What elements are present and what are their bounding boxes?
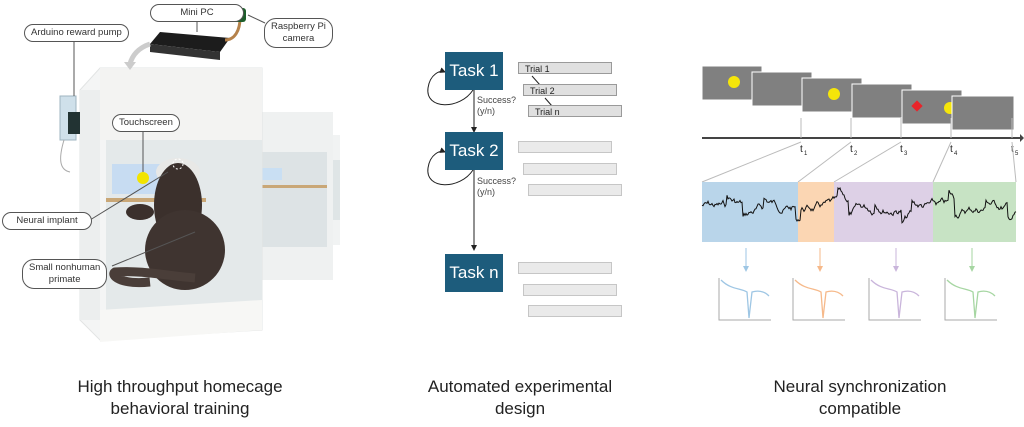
projection-line <box>797 141 852 183</box>
waveform-axes <box>792 278 845 321</box>
arrowhead-icon <box>893 266 899 272</box>
primate-figure <box>109 158 225 290</box>
panel-homecage: Mini PC Raspberry Pi camera Arduino rewa… <box>0 0 340 427</box>
arrowhead-icon <box>743 266 749 272</box>
lfp-segment <box>933 182 1016 242</box>
loop-arrow-task1 <box>427 67 474 106</box>
task-1-box: Task 1 <box>445 52 503 90</box>
arrowhead-icon <box>969 266 975 272</box>
projection-line <box>1011 141 1017 183</box>
trial-placeholder <box>523 163 617 175</box>
task-n-box: Task n <box>445 254 503 292</box>
caption-design: Automated experimental design <box>400 376 640 420</box>
caption-homecage: High throughput homecage behavioral trai… <box>40 376 320 420</box>
callout-primate-line1: Small nonhuman <box>29 262 101 273</box>
time-label: t <box>900 144 903 155</box>
success-label-2: Success? (y/n) <box>477 176 516 198</box>
time-label: t <box>850 144 853 155</box>
panel-experimental-design: Task 1 Task 2 Task n Success? (y/n) Succ… <box>400 0 640 427</box>
homecage-illustration <box>59 8 340 342</box>
loop-arrow-task2 <box>427 147 474 186</box>
trial-placeholder <box>528 305 622 317</box>
callout-camera-line1: Raspberry Pi <box>271 21 326 32</box>
projection-line <box>701 141 802 183</box>
stimulus-screen <box>951 95 1015 131</box>
stimulus-circle <box>728 76 740 88</box>
stimulus-circle <box>828 88 840 100</box>
waveform-axes <box>944 278 997 321</box>
success-question: Success? <box>477 176 517 186</box>
callout-primate-line2: primate <box>48 274 81 285</box>
caption-neural-line2: compatible <box>818 399 902 418</box>
time-subscript: 5 <box>1015 151 1019 157</box>
caption-design-line2: design <box>494 399 546 418</box>
spike-waveform <box>794 279 844 319</box>
timeline-arrow-icon <box>1020 134 1024 142</box>
projection-line <box>833 141 902 183</box>
callout-mini-pc: Mini PC <box>150 4 244 22</box>
stimulus-dot <box>137 172 149 184</box>
time-subscript: 2 <box>854 151 858 157</box>
neural-sync-figure: t1t2t3t4t5 <box>701 65 1024 321</box>
arrowhead-icon <box>817 266 823 272</box>
success-yn: (y/n) <box>477 187 495 197</box>
trial-1: Trial 1 <box>518 62 612 74</box>
trial-link-1 <box>531 75 541 86</box>
reward-pump <box>59 95 80 173</box>
trial-placeholder <box>523 284 617 296</box>
caption-neural: Neural synchronization compatible <box>720 376 1000 420</box>
flow-arrow-icon <box>127 41 151 65</box>
success-label-1: Success? (y/n) <box>477 95 516 117</box>
neural-implant-marker <box>172 158 184 170</box>
projection-line <box>932 141 952 183</box>
caption-homecage-line2: behavioral training <box>110 399 250 418</box>
caption-neural-line1: Neural synchronization <box>773 377 947 396</box>
caption-homecage-line1: High throughput homecage <box>77 377 283 396</box>
callout-camera: Raspberry Pi camera <box>264 18 333 48</box>
time-subscript: 4 <box>954 151 958 157</box>
spike-waveform <box>720 279 770 319</box>
panel-neural-sync: t1t2t3t4t5 <box>690 0 1024 427</box>
waveform-axes <box>718 278 771 321</box>
time-subscript: 1 <box>804 151 808 157</box>
spike-waveform <box>870 279 920 319</box>
task-2-box: Task 2 <box>445 132 503 170</box>
callout-camera-line2: camera <box>282 33 315 44</box>
callout-leaders <box>73 14 266 267</box>
callout-primate: Small nonhuman primate <box>22 259 108 289</box>
time-label: t <box>800 144 803 155</box>
trial-link-2 <box>544 97 553 107</box>
trial-placeholder <box>528 184 622 196</box>
time-label: t <box>950 144 953 155</box>
success-question: Success? <box>477 95 517 105</box>
caption-design-line1: Automated experimental <box>427 377 613 396</box>
lfp-segment <box>798 182 834 242</box>
trial-2: Trial 2 <box>523 84 617 96</box>
lfp-trace <box>701 186 1017 224</box>
trial-n: Trial n <box>528 105 622 117</box>
waveform-axes <box>868 278 921 321</box>
flowchart-connectors <box>427 67 553 251</box>
time-subscript: 3 <box>904 151 908 157</box>
back-cage-2 <box>258 112 333 280</box>
callout-neural-implant: Neural implant <box>2 212 92 230</box>
trial-placeholder <box>518 262 612 274</box>
callout-reward-pump: Arduino reward pump <box>24 24 129 42</box>
trial-placeholder <box>518 141 612 153</box>
callout-touchscreen: Touchscreen <box>112 114 180 132</box>
spike-waveform <box>946 279 996 319</box>
success-yn: (y/n) <box>477 106 495 116</box>
